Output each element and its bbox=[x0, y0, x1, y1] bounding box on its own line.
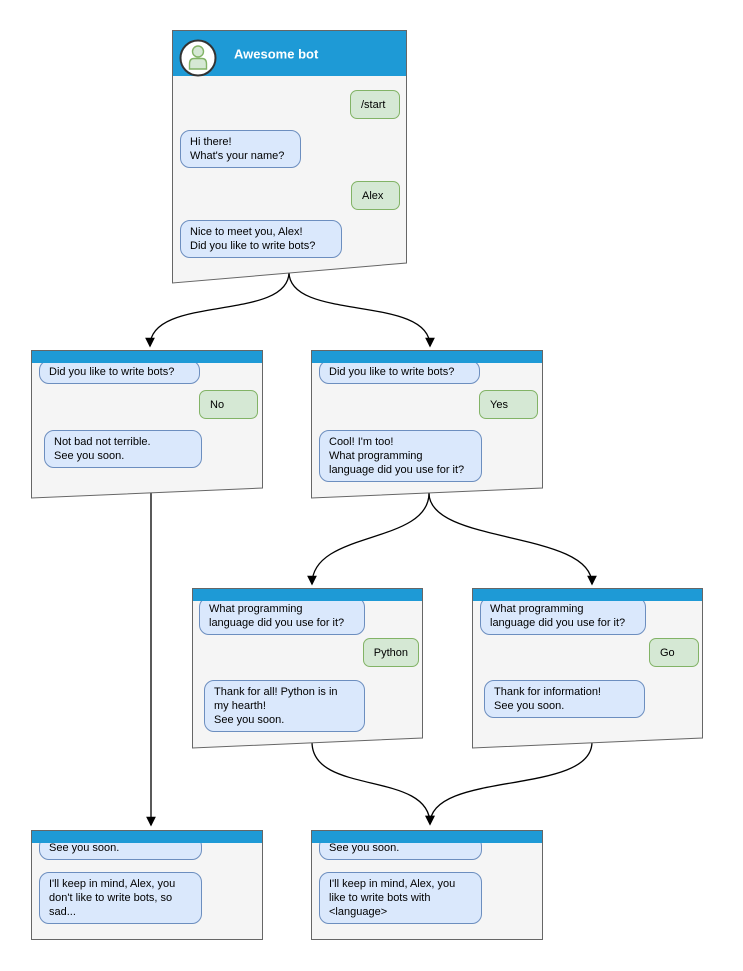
arrow-yes-to-go bbox=[428, 492, 597, 586]
bot-avatar-person-icon bbox=[179, 39, 217, 77]
bot-message-reply: Thank for information! See you soon. bbox=[484, 680, 645, 718]
bot-message-question: What programming language did you use fo… bbox=[480, 597, 646, 635]
main-bot-window: Awesome bot /start Hi there! What's your… bbox=[172, 30, 407, 284]
user-message-answer: No bbox=[199, 390, 258, 419]
window-titlebar: Awesome bot bbox=[173, 31, 406, 77]
window-titlebar bbox=[473, 589, 702, 601]
window-titlebar bbox=[32, 831, 262, 843]
bot-message-question: Did you like to write bots? bbox=[39, 360, 200, 384]
user-message-answer: Python bbox=[362, 638, 419, 667]
end-no-window: See you soon. I'll keep in mind, Alex, y… bbox=[31, 830, 263, 940]
user-message-name: Alex bbox=[351, 181, 400, 210]
bot-message-reply: Thank for all! Python is in my hearth! S… bbox=[204, 680, 365, 732]
arrow-go-to-end bbox=[425, 741, 593, 826]
window-titlebar bbox=[32, 351, 262, 363]
bot-message-reply: I'll keep in mind, Alex, you don't like … bbox=[39, 872, 202, 924]
user-message-answer: Yes bbox=[479, 390, 538, 419]
window-titlebar bbox=[193, 589, 422, 601]
branch-go-window: What programming language did you use fo… bbox=[472, 588, 703, 749]
bot-message-reply: Not bad not terrible. See you soon. bbox=[44, 430, 202, 468]
arrow-yes-to-python bbox=[307, 492, 430, 586]
bot-message-question: What programming language did you use fo… bbox=[199, 597, 365, 635]
window-titlebar bbox=[312, 351, 542, 363]
window-title: Awesome bot bbox=[234, 46, 319, 61]
arrow-python-to-end bbox=[311, 741, 435, 826]
bot-message-greeting: Hi there! What's your name? bbox=[180, 130, 301, 168]
bot-message-reply: Cool! I'm too! What programming language… bbox=[319, 430, 482, 482]
bot-message-question: Did you like to write bots? bbox=[319, 360, 480, 384]
user-message-start: /start bbox=[350, 90, 400, 119]
end-yes-window: See you soon. I'll keep in mind, Alex, y… bbox=[311, 830, 543, 940]
bot-message-question: Nice to meet you, Alex! Did you like to … bbox=[180, 220, 342, 258]
branch-python-window: What programming language did you use fo… bbox=[192, 588, 423, 749]
bot-message-reply: I'll keep in mind, Alex, you like to wri… bbox=[319, 872, 482, 924]
window-titlebar bbox=[312, 831, 542, 843]
user-message-answer: Go bbox=[649, 638, 699, 667]
branch-no-window: Did you like to write bots? No Not bad n… bbox=[31, 350, 263, 499]
branch-yes-window: Did you like to write bots? Yes Cool! I'… bbox=[311, 350, 543, 499]
